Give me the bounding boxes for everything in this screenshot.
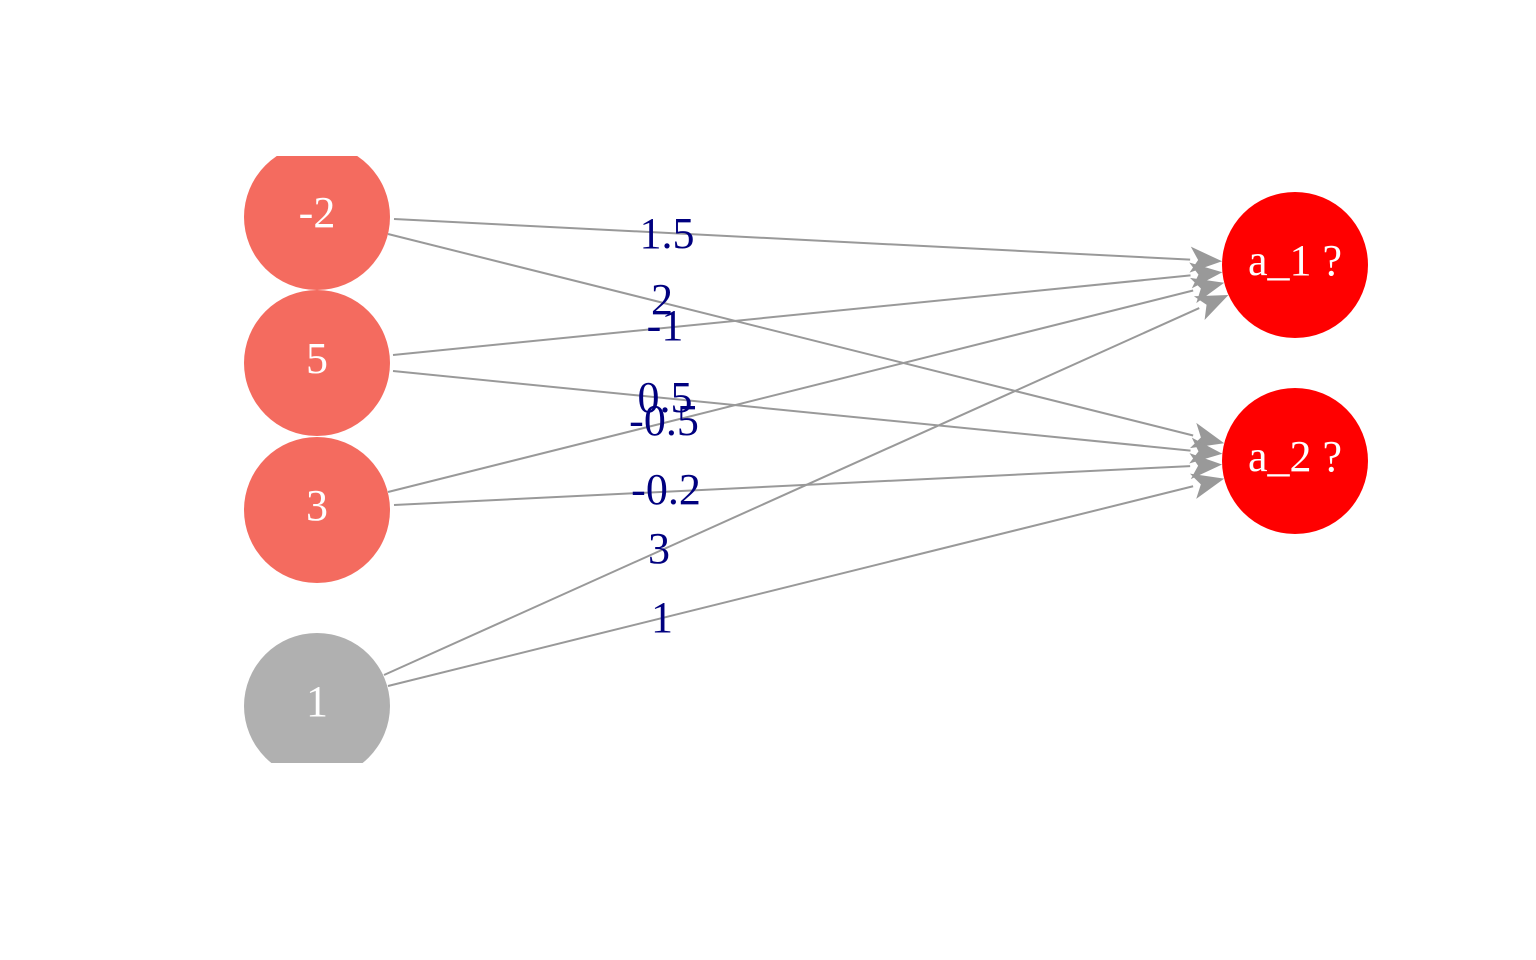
node-a1 xyxy=(1222,192,1368,338)
node-label-a2: a_2 ? xyxy=(1248,432,1342,481)
edge-b-to-a2 xyxy=(387,485,1194,687)
node-x3 xyxy=(244,437,390,583)
edge-weight-label: -0.5 xyxy=(629,396,699,445)
edge-weight-label: 0.5 xyxy=(638,373,693,422)
nodes-layer: -2 5 3 1 a_1 ? a_2 ? xyxy=(244,156,1368,763)
node-label-x3: 3 xyxy=(306,481,328,530)
node-x1 xyxy=(244,156,390,290)
edge-x3-to-a1 xyxy=(387,289,1194,493)
edge-x2-to-a1 xyxy=(392,274,1191,356)
edge-weight-label: 3 xyxy=(648,524,670,573)
node-b xyxy=(244,633,390,763)
edge-x2-to-a2 xyxy=(392,370,1191,452)
edge-x3-to-a2 xyxy=(393,465,1191,506)
edges-layer xyxy=(383,218,1229,687)
node-label-x1: -2 xyxy=(299,188,336,237)
node-label-b: 1 xyxy=(306,677,328,726)
edge-weight-label: 1.5 xyxy=(640,209,695,258)
arrowhead-b-to-a2 xyxy=(1189,473,1225,499)
node-label-a1: a_1 ? xyxy=(1248,236,1342,285)
edge-weight-label: -0.2 xyxy=(631,465,701,514)
arrowhead-x3-to-a2 xyxy=(1189,453,1223,480)
node-a2 xyxy=(1222,388,1368,534)
edge-weight-label: -1 xyxy=(647,301,684,350)
edge-weight-label: 2 xyxy=(651,275,673,324)
node-label-x2: 5 xyxy=(306,334,328,383)
arrowhead-b-to-a1 xyxy=(1193,294,1229,320)
edge-x1-to-a2 xyxy=(387,233,1194,437)
edge-weight-label: 1 xyxy=(651,593,673,642)
edge-labels-layer: 1.5 2-1 0.5-0.5 -0.2 3 1 xyxy=(629,209,701,642)
node-x2 xyxy=(244,290,390,436)
edge-x1-to-a1 xyxy=(393,218,1191,261)
edge-b-to-a1 xyxy=(383,307,1200,676)
